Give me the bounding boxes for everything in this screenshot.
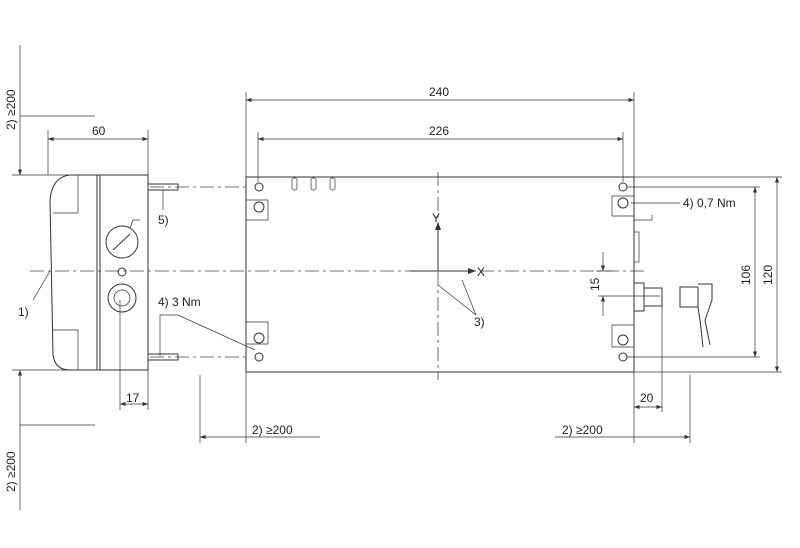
x-axis-label: X [477,265,485,279]
dim-120-label: 120 [761,265,775,285]
dim-226-label: 226 [429,124,449,138]
dim-106-label: 106 [739,265,753,285]
manual-override-knob-icon [105,225,139,259]
note3-label: 3) [474,315,485,329]
dim-17-label: 17 [126,391,140,405]
torque-left-leader [159,314,256,356]
note3-leader [437,279,477,316]
bottom-left-clearance-label: 2) ≥200 [4,451,18,492]
y-axis-label: Y [432,211,440,225]
round-connector-icon [107,283,137,313]
note1-leader [32,270,51,301]
m12-connector [633,282,713,348]
dim-20-label: 20 [640,391,654,405]
dim-15-label: 15 [588,277,602,291]
torque-left-label: 4) 3 Nm [158,295,201,309]
actuator-side-view [49,174,179,410]
dim-240-label: 240 [429,85,449,99]
dim-60-label: 60 [92,124,106,138]
note1-label: 1) [18,305,29,319]
bottom-center-clearance-label: 2) ≥200 [252,423,293,437]
torque-right-label: 4) 0,7 Nm [683,196,736,210]
main-housing [245,176,652,373]
note5-label: 5) [158,213,169,227]
top-left-clearance-label: 2) ≥200 [4,89,18,130]
bottom-right-clearance-label: 2) ≥200 [562,423,603,437]
